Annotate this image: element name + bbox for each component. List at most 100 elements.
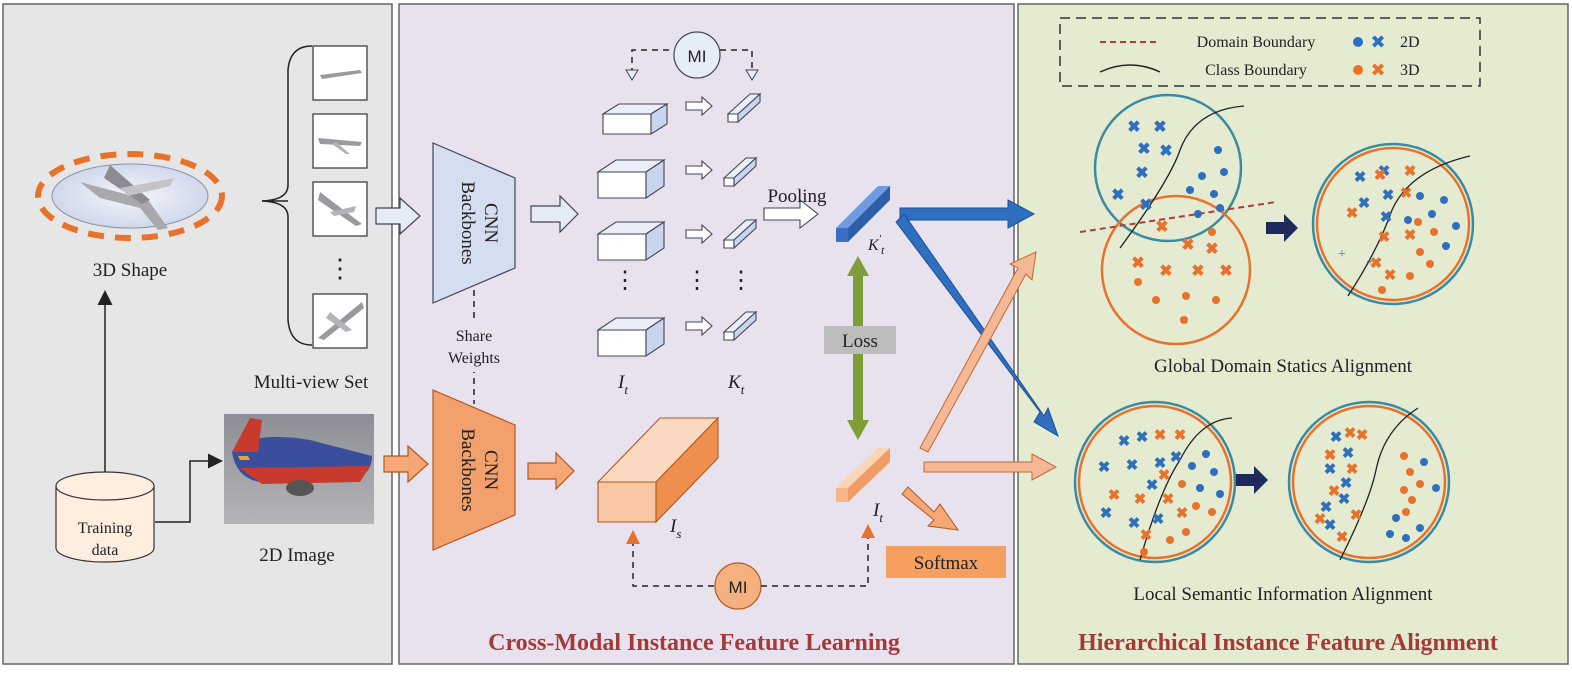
legend-3d-label: 3D xyxy=(1400,62,1420,79)
svg-text:✖: ✖ xyxy=(1181,237,1194,254)
global-alignment-label: Global Domain Statics Alignment xyxy=(1154,356,1413,377)
cnn-bottom-line1: CNN xyxy=(480,450,501,490)
svg-text:✖: ✖ xyxy=(1135,165,1148,182)
svg-text:✖: ✖ xyxy=(1100,506,1113,522)
svg-text:✖: ✖ xyxy=(1174,428,1187,444)
svg-text:✖: ✖ xyxy=(1404,228,1417,244)
svg-text:✖: ✖ xyxy=(1346,206,1359,222)
mi-circle-top xyxy=(673,31,721,79)
svg-text:✖: ✖ xyxy=(1378,230,1391,246)
arrow-cnn-to-image-feature xyxy=(527,451,575,491)
arrow-image-to-cnn xyxy=(383,444,429,484)
svg-text:✖: ✖ xyxy=(1324,448,1337,464)
svg-text:✖: ✖ xyxy=(1336,530,1349,546)
svg-text:✖: ✖ xyxy=(1370,256,1383,272)
legend-class-label: Class Boundary xyxy=(1205,62,1307,79)
cnn-backbone-top xyxy=(432,142,516,304)
blue-arrows-to-alignment xyxy=(895,199,1059,438)
svg-text:✖: ✖ xyxy=(1382,188,1395,204)
svg-text:+: + xyxy=(1366,255,1374,270)
svg-text:✖: ✖ xyxy=(1342,446,1355,462)
pooling-arrow xyxy=(763,198,819,230)
svg-text:✖: ✖ xyxy=(1170,450,1183,466)
local-alignment-label: Local Semantic Information Alignment xyxy=(1133,584,1433,605)
svg-text:✖: ✖ xyxy=(1358,196,1371,212)
arrow-cnn-to-features xyxy=(530,194,579,234)
mi-top-label: MI xyxy=(688,47,707,66)
local-before-cluster: ✖✖✖✖ ✖✖✖✖ ✖✖ ✖✖✖✖ ✖✖✖✖ xyxy=(1073,400,1237,564)
svg-text:✖: ✖ xyxy=(1338,492,1351,508)
svg-text:✖: ✖ xyxy=(1139,197,1152,214)
svg-text:✖: ✖ xyxy=(1219,263,1232,280)
2d-image-photo xyxy=(224,414,374,524)
cnn-backbone-bottom xyxy=(432,389,516,551)
svg-text:✖: ✖ xyxy=(1400,186,1413,202)
svg-text:✖: ✖ xyxy=(1378,164,1391,180)
view-feature-cuboids xyxy=(596,103,669,358)
svg-text:✖: ✖ xyxy=(1374,168,1387,184)
cnn-bottom-line2: Backbones xyxy=(457,428,478,511)
svg-text:✖: ✖ xyxy=(1404,164,1417,180)
shape-label: 3D Shape xyxy=(93,260,167,281)
local-after-cluster: ✖✖✖✖ ✖✖✖ ✖✖✖✖ ✖✖✖✖ xyxy=(1287,400,1451,564)
pooled-feature-blue xyxy=(836,186,890,242)
feature-dots-3: ⋮ xyxy=(729,268,753,294)
training-label-1: Training xyxy=(78,520,133,537)
svg-text:✖: ✖ xyxy=(1350,508,1363,524)
svg-text:✖: ✖ xyxy=(1108,488,1121,504)
legend-domain-label: Domain Boundary xyxy=(1197,34,1316,51)
multiview-dots: ⋮ xyxy=(327,254,353,283)
svg-text:✖: ✖ xyxy=(1134,492,1147,508)
legend-3d-cross: ✖ xyxy=(1370,60,1385,80)
arrow-training-to-image xyxy=(155,453,223,523)
feature-dots-2: ⋮ xyxy=(685,268,709,294)
svg-text:✖: ✖ xyxy=(1140,528,1153,544)
loss-label: Loss xyxy=(842,331,878,352)
3d-shape-illustration xyxy=(35,151,225,241)
pooling-label: Pooling xyxy=(767,186,827,207)
symbol-Kt: Kt xyxy=(727,372,745,397)
image-label: 2D Image xyxy=(259,545,334,566)
local-transition-arrow xyxy=(1236,466,1268,494)
svg-text:✖: ✖ xyxy=(1380,210,1393,226)
multiview-label: Multi-view Set xyxy=(254,372,369,393)
right-panel xyxy=(1017,3,1569,665)
svg-text:✖: ✖ xyxy=(1158,468,1171,484)
svg-text:✖: ✖ xyxy=(1205,241,1218,258)
svg-text:✖: ✖ xyxy=(1098,460,1111,476)
svg-text:✖: ✖ xyxy=(1314,512,1327,528)
share-label-1: Share xyxy=(456,328,492,345)
legend-class-line xyxy=(1099,64,1161,73)
share-label-2: Weights xyxy=(448,350,500,367)
svg-text:✖: ✖ xyxy=(1328,484,1341,500)
svg-text:✖: ✖ xyxy=(1118,434,1131,450)
middle-panel-title: Cross-Modal Instance Feature Learning xyxy=(488,630,900,656)
svg-text:✖: ✖ xyxy=(1162,492,1175,508)
softmax-box xyxy=(886,546,1006,578)
svg-text:✖: ✖ xyxy=(1127,119,1140,136)
svg-text:✖: ✖ xyxy=(1340,476,1353,492)
svg-text:✖: ✖ xyxy=(1159,143,1172,160)
global-after-cluster: ✖✖✖✖✖ ++ ✖✖✖✖ ✖✖✖✖ xyxy=(1311,142,1475,306)
svg-text:✖: ✖ xyxy=(1128,516,1141,532)
legend-2d-cross: ✖ xyxy=(1370,32,1385,52)
cnn-top-line2: Backbones xyxy=(457,181,478,264)
symbol-Kt-prime: K't xyxy=(867,233,885,257)
svg-text:✖: ✖ xyxy=(1356,428,1369,444)
arrow-to-softmax xyxy=(901,486,960,531)
svg-text:+: + xyxy=(1338,247,1346,262)
mi-bottom-dashed xyxy=(632,536,869,587)
softmax-label: Softmax xyxy=(914,553,979,574)
legend-box xyxy=(1059,17,1481,87)
svg-text:✖: ✖ xyxy=(1346,462,1359,478)
right-panel-title: Hierarchical Instance Feature Alignment xyxy=(1078,630,1498,656)
svg-text:✖: ✖ xyxy=(1354,170,1367,186)
svg-text:✖: ✖ xyxy=(1154,428,1167,444)
cnn-top-line1: CNN xyxy=(480,203,501,243)
mi-top-dashed xyxy=(631,49,753,74)
symbol-It-bottom: It xyxy=(872,500,883,525)
svg-text:✖: ✖ xyxy=(1154,456,1167,472)
svg-text:✖: ✖ xyxy=(1320,500,1333,516)
svg-text:✖: ✖ xyxy=(1137,141,1150,158)
